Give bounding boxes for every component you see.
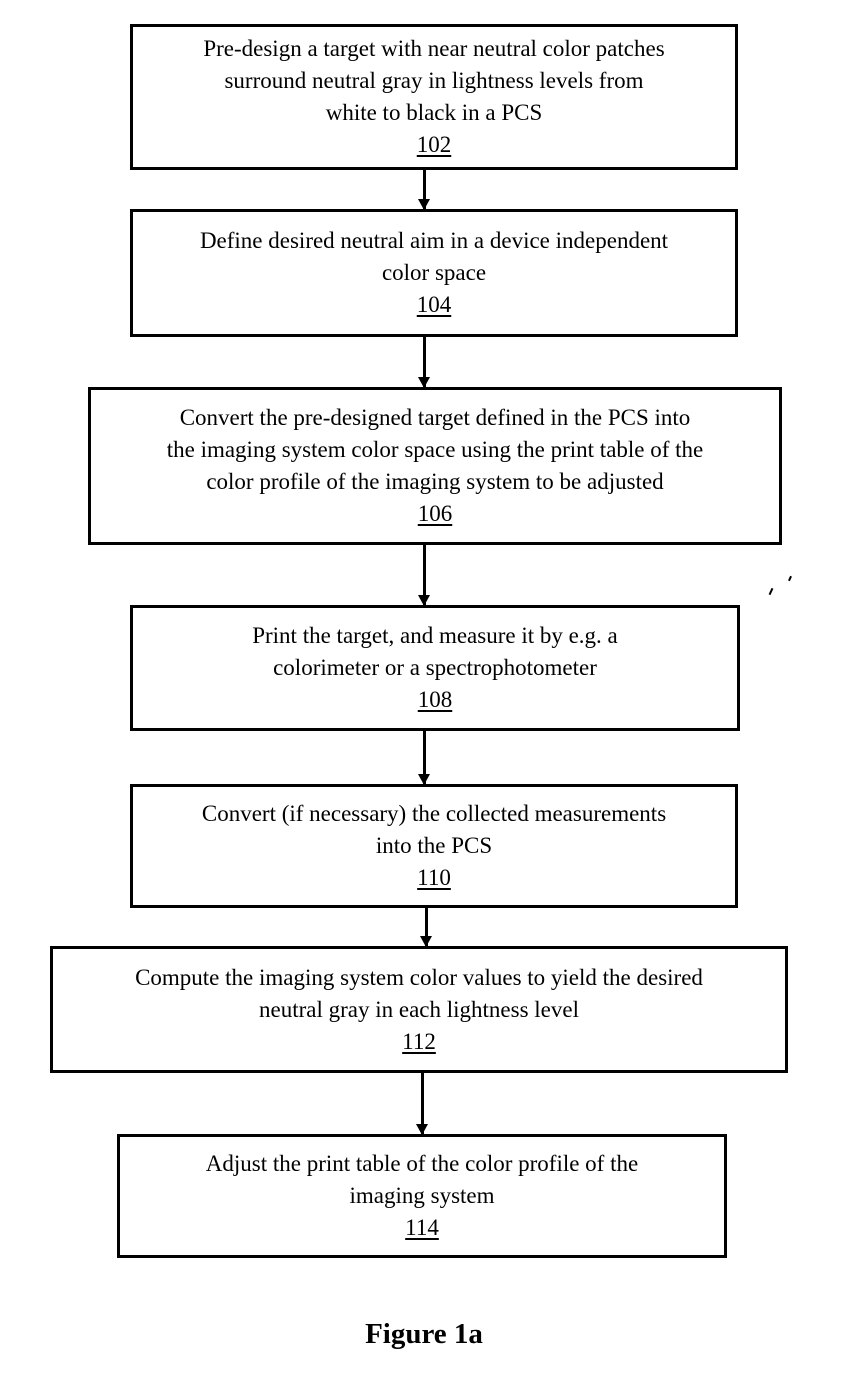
step-text-line: color profile of the imaging system to b… xyxy=(99,466,771,498)
step-text-line: Convert the pre-designed target defined … xyxy=(99,402,771,434)
flow-arrow xyxy=(423,545,426,605)
step-reference-number: 102 xyxy=(417,132,452,157)
step-text-line: Compute the imaging system color values … xyxy=(61,962,777,994)
step-reference-number: 108 xyxy=(418,687,453,712)
step-text-line: the imaging system color space using the… xyxy=(99,434,771,466)
step-text-line: Print the target, and measure it by e.g.… xyxy=(141,620,729,652)
step-104-box: Define desired neutral aim in a device i… xyxy=(130,209,738,337)
flow-arrow xyxy=(425,908,428,946)
step-reference-number: 110 xyxy=(417,865,451,890)
step-text-line: color space xyxy=(141,257,727,289)
step-102-box: Pre-design a target with near neutral co… xyxy=(130,24,738,170)
step-text-line: neutral gray in each lightness level xyxy=(61,994,777,1026)
step-text-line: colorimeter or a spectrophotometer xyxy=(141,652,729,684)
step-110-box: Convert (if necessary) the collected mea… xyxy=(130,784,738,908)
step-114-box: Adjust the print table of the color prof… xyxy=(117,1134,727,1258)
step-106-box: Convert the pre-designed target defined … xyxy=(88,387,782,545)
step-text-line: Pre-design a target with near neutral co… xyxy=(141,33,727,65)
flow-arrow xyxy=(423,337,426,387)
flow-arrow xyxy=(421,1073,424,1134)
step-text-line: Adjust the print table of the color prof… xyxy=(128,1148,716,1180)
scan-artifact xyxy=(788,576,792,581)
figure-caption: Figure 1a xyxy=(0,1318,848,1351)
step-text-line: Define desired neutral aim in a device i… xyxy=(141,225,727,257)
step-text-line: surround neutral gray in lightness level… xyxy=(141,65,727,97)
scan-artifact xyxy=(769,588,774,595)
step-112-box: Compute the imaging system color values … xyxy=(50,946,788,1073)
step-text-line: Convert (if necessary) the collected mea… xyxy=(141,798,727,830)
step-reference-number: 112 xyxy=(402,1029,436,1054)
step-text-line: into the PCS xyxy=(141,830,727,862)
step-text-line: white to black in a PCS xyxy=(141,97,727,129)
step-reference-number: 106 xyxy=(418,501,453,526)
step-reference-number: 104 xyxy=(417,292,452,317)
step-text-line: imaging system xyxy=(128,1180,716,1212)
flow-arrow xyxy=(423,170,426,209)
step-reference-number: 114 xyxy=(405,1215,439,1240)
flow-arrow xyxy=(423,731,426,784)
step-108-box: Print the target, and measure it by e.g.… xyxy=(130,605,740,731)
